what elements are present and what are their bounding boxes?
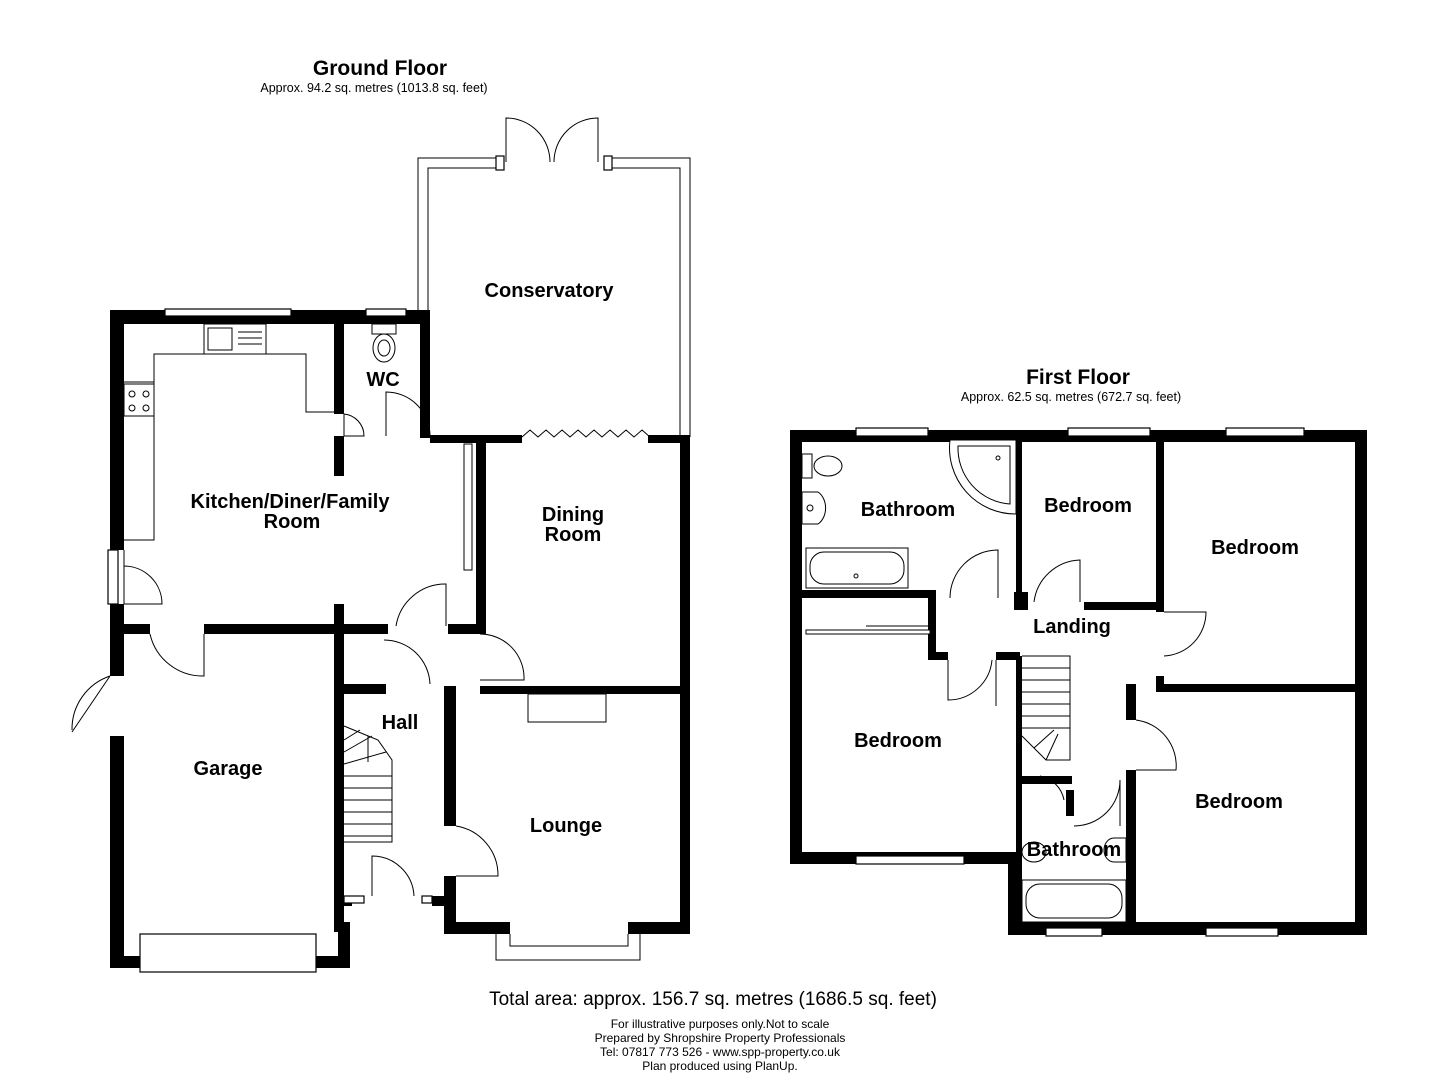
- ground-floor-title: Ground Floor: [313, 57, 447, 80]
- first-floor-title: First Floor: [1026, 366, 1130, 389]
- ground-floor-fixtures: [123, 323, 607, 843]
- room-label-bedroom-small: Bedroom: [1044, 495, 1132, 517]
- room-label-bedroom-left: Bedroom: [854, 730, 942, 752]
- room-label-lounge: Lounge: [530, 815, 602, 837]
- room-label-garage: Garage: [194, 758, 263, 780]
- room-label-bedroom-rear-right: Bedroom: [1195, 791, 1283, 813]
- ground-floor-walls: [110, 310, 690, 968]
- first-floor-area: Approx. 62.5 sq. metres (672.7 sq. feet): [961, 390, 1181, 404]
- footer: Total area: approx. 156.7 sq. metres (16…: [489, 989, 937, 1073]
- ground-floor-windows: [107, 308, 641, 973]
- room-label-wc: WC: [366, 369, 399, 391]
- first-floor-fixtures: [801, 439, 1127, 923]
- room-label-bathroom-main: Bathroom: [861, 499, 955, 521]
- prepared-by: Prepared by Shropshire Property Professi…: [595, 1031, 846, 1045]
- hall-stairs: [343, 725, 393, 843]
- landing-stairs: [1021, 655, 1071, 761]
- room-label-dining-line1: Dining: [542, 504, 604, 526]
- room-label-bedroom-front-right: Bedroom: [1211, 537, 1299, 559]
- contact-info: Tel: 07817 773 526 - www.spp-property.co…: [600, 1045, 841, 1059]
- conservatory-walls: [417, 117, 691, 438]
- ground-floor-area: Approx. 94.2 sq. metres (1013.8 sq. feet…: [260, 81, 487, 95]
- room-label-kitchen-line1: Kitchen/Diner/Family: [191, 491, 391, 513]
- disclaimer: For illustrative purposes only.Not to sc…: [611, 1017, 830, 1031]
- ground-floor-plan: Ground Floor Approx. 94.2 sq. metres (10…: [71, 57, 691, 973]
- plan-credit: Plan produced using PlanUp.: [642, 1059, 797, 1073]
- room-label-landing: Landing: [1033, 616, 1111, 638]
- first-floor-doors: [947, 549, 1207, 827]
- room-label-bathroom-ensuite: Bathroom: [1027, 839, 1121, 861]
- room-label-kitchen-line2: Room: [264, 511, 321, 533]
- first-floor-windows: [855, 427, 1305, 937]
- ground-floor-doors: [71, 391, 525, 897]
- first-floor-plan: First Floor Approx. 62.5 sq. metres (672…: [790, 366, 1367, 937]
- room-label-dining-line2: Room: [545, 524, 602, 546]
- room-label-hall: Hall: [382, 712, 419, 734]
- room-label-conservatory: Conservatory: [485, 280, 615, 302]
- total-area: Total area: approx. 156.7 sq. metres (16…: [489, 989, 937, 1010]
